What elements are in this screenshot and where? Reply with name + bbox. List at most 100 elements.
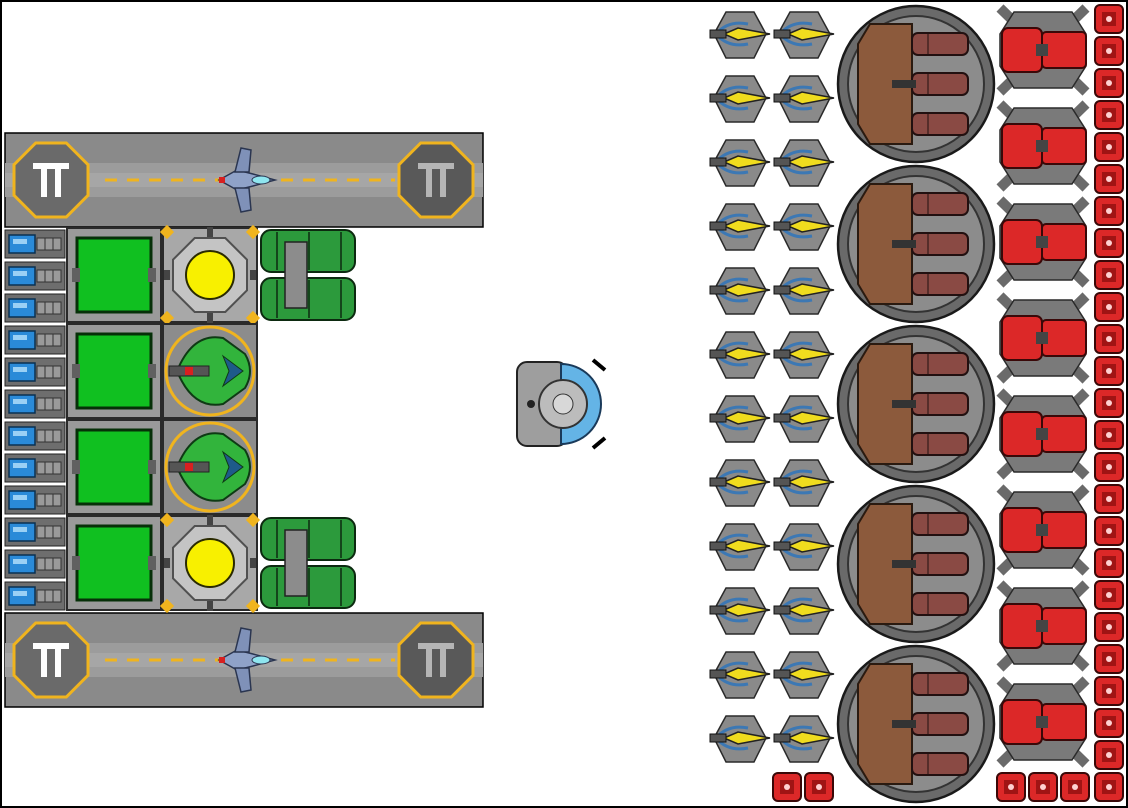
interceptor-icon[interactable] [709, 523, 771, 571]
interceptor-icon[interactable] [773, 267, 835, 315]
battery-cell-icon[interactable] [4, 549, 66, 579]
red-mine-icon[interactable] [1094, 548, 1124, 578]
interceptor-icon[interactable] [709, 395, 771, 443]
triple-cannon-turret-icon[interactable] [836, 644, 996, 804]
storage-block-icon[interactable] [66, 419, 162, 515]
red-mine-icon[interactable] [1094, 420, 1124, 450]
interceptor-icon[interactable] [709, 331, 771, 379]
reactor-core-icon[interactable] [159, 224, 261, 326]
red-mine-icon[interactable] [1094, 484, 1124, 514]
red-mine-icon[interactable] [1094, 516, 1124, 546]
red-mine-icon[interactable] [1094, 164, 1124, 194]
red-mine-icon[interactable] [1094, 612, 1124, 642]
red-mine-icon[interactable] [1094, 676, 1124, 706]
red-gun-turret-icon[interactable] [996, 292, 1090, 384]
red-mine-icon[interactable] [1094, 260, 1124, 290]
runway-top [4, 132, 484, 228]
interceptor-icon[interactable] [709, 139, 771, 187]
battery-cell-icon[interactable] [4, 293, 66, 323]
runway-bottom [4, 612, 484, 708]
scout-fighter-icon[interactable] [217, 147, 278, 213]
storage-block-icon[interactable] [66, 227, 162, 323]
hangar-pad-icon [12, 621, 90, 699]
battery-cell-icon[interactable] [4, 453, 66, 483]
interceptor-icon[interactable] [773, 139, 835, 187]
interceptor-icon[interactable] [773, 395, 835, 443]
red-mine-icon[interactable] [804, 772, 834, 802]
red-mine-icon[interactable] [996, 772, 1026, 802]
battery-cell-icon[interactable] [4, 357, 66, 387]
battery-cell-icon[interactable] [4, 581, 66, 611]
interceptor-icon[interactable] [709, 203, 771, 251]
interceptor-icon[interactable] [773, 203, 835, 251]
interceptor-icon[interactable] [773, 75, 835, 123]
battery-cell-icon[interactable] [4, 485, 66, 515]
red-gun-turret-icon[interactable] [996, 4, 1090, 96]
red-mine-icon[interactable] [1060, 772, 1090, 802]
red-mine-icon[interactable] [1094, 132, 1124, 162]
red-mine-icon[interactable] [1094, 452, 1124, 482]
red-mine-icon[interactable] [772, 772, 802, 802]
reactor-core-icon[interactable] [159, 512, 261, 614]
red-gun-turret-icon[interactable] [996, 196, 1090, 288]
red-mine-icon[interactable] [1094, 644, 1124, 674]
battery-cell-icon[interactable] [4, 261, 66, 291]
interceptor-icon[interactable] [773, 523, 835, 571]
storage-block-icon[interactable] [66, 515, 162, 611]
red-mine-icon[interactable] [1028, 772, 1058, 802]
red-mine-icon[interactable] [1094, 68, 1124, 98]
interceptor-icon[interactable] [709, 267, 771, 315]
battery-cell-icon[interactable] [4, 421, 66, 451]
red-mine-icon[interactable] [1094, 100, 1124, 130]
red-mine-icon[interactable] [1094, 708, 1124, 738]
battery-cell-icon[interactable] [4, 517, 66, 547]
red-gun-turret-icon[interactable] [996, 484, 1090, 576]
interceptor-icon[interactable] [773, 587, 835, 635]
interceptor-icon[interactable] [709, 651, 771, 699]
hangar-pad-icon [397, 621, 475, 699]
battery-cell-icon[interactable] [4, 389, 66, 419]
battery-cell-icon[interactable] [4, 229, 66, 259]
green-drone-icon[interactable] [162, 419, 258, 515]
interceptor-icon[interactable] [709, 11, 771, 59]
red-mine-icon[interactable] [1094, 196, 1124, 226]
triple-cannon-turret-icon[interactable] [836, 484, 996, 644]
interceptor-icon[interactable] [709, 459, 771, 507]
red-mine-icon[interactable] [1094, 580, 1124, 610]
scout-fighter-icon[interactable] [217, 627, 278, 693]
red-mine-icon[interactable] [1094, 4, 1124, 34]
red-gun-turret-icon[interactable] [996, 676, 1090, 768]
triple-cannon-turret-icon[interactable] [836, 324, 996, 484]
red-mine-icon[interactable] [1094, 324, 1124, 354]
fuel-tank-icon[interactable] [260, 229, 356, 321]
base-complex [4, 224, 356, 614]
storage-block-icon[interactable] [66, 323, 162, 419]
interceptor-icon[interactable] [773, 651, 835, 699]
green-drone-icon[interactable] [162, 323, 258, 419]
interceptor-icon[interactable] [709, 715, 771, 763]
red-mine-icon[interactable] [1094, 292, 1124, 322]
red-mine-icon[interactable] [1094, 772, 1124, 802]
interceptor-icon[interactable] [709, 587, 771, 635]
shield-turret-icon[interactable] [516, 358, 607, 450]
red-mine-icon[interactable] [1094, 740, 1124, 770]
red-gun-turret-icon[interactable] [996, 580, 1090, 672]
interceptor-icon[interactable] [773, 715, 835, 763]
interceptor-icon[interactable] [773, 459, 835, 507]
fuel-tank-icon[interactable] [260, 517, 356, 609]
triple-cannon-turret-icon[interactable] [836, 164, 996, 324]
red-mine-icon[interactable] [1094, 228, 1124, 258]
triple-cannon-turret-icon[interactable] [836, 4, 996, 164]
battery-cell-icon[interactable] [4, 325, 66, 355]
red-mine-icon[interactable] [1094, 388, 1124, 418]
interceptor-icon[interactable] [773, 11, 835, 59]
red-mine-icon[interactable] [1094, 36, 1124, 66]
red-gun-turret-icon[interactable] [996, 100, 1090, 192]
enemy-fleet [709, 4, 1124, 804]
red-mine-icon[interactable] [1094, 356, 1124, 386]
interceptor-icon[interactable] [773, 331, 835, 379]
red-gun-turret-icon[interactable] [996, 388, 1090, 480]
interceptor-icon[interactable] [709, 75, 771, 123]
